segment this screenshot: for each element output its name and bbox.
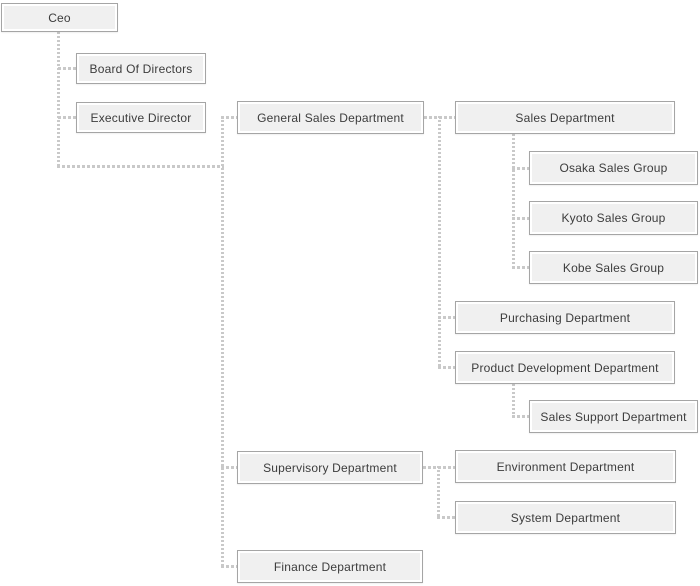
org-node-kobe-sales-group[interactable]: Kobe Sales Group [529,251,698,284]
org-node-environment-department[interactable]: Environment Department [455,450,676,483]
connector-sales-department-children-vertical [512,134,515,269]
org-node-kyoto-sales-group[interactable]: Kyoto Sales Group [529,201,698,235]
connector-stub-board-of-directors [58,67,76,70]
org-node-executive-director[interactable]: Executive Director [76,102,206,133]
connector-ceo-trunk-vertical [57,32,60,168]
org-node-system-department[interactable]: System Department [455,501,676,534]
org-node-supervisory-department[interactable]: Supervisory Department [237,451,423,484]
connector-product-development-children-vertical [512,384,515,418]
connector-supervisory-children-vertical [437,466,440,518]
org-node-finance-department[interactable]: Finance Department [237,550,423,583]
org-node-sales-department[interactable]: Sales Department [455,101,675,134]
org-node-osaka-sales-group[interactable]: Osaka Sales Group [529,151,698,185]
org-node-general-sales-department[interactable]: General Sales Department [237,101,424,134]
org-node-sales-support-department[interactable]: Sales Support Department [529,400,698,433]
connector-stub-purchasing-department [438,316,455,319]
connector-stub-executive-director [58,116,76,119]
connector-stub-kyoto-sales-group [512,217,529,220]
connector-trunk-horizontal [57,165,224,168]
org-node-purchasing-department[interactable]: Purchasing Department [455,301,675,334]
connector-stub-sales-support-department [512,415,529,418]
connector-stub-supervisory-department [221,466,237,469]
org-node-ceo[interactable]: Ceo [1,3,118,32]
connector-stub-product-development-department [438,366,455,369]
connector-general-sales-children-vertical [438,116,441,368]
connector-stub-osaka-sales-group [512,167,529,170]
connector-stub-general-sales-department [221,116,237,119]
connector-stub-finance-department [221,565,237,568]
connector-main-branch-vertical [221,116,224,568]
connector-stub-system-department [437,516,455,519]
org-node-board-of-directors[interactable]: Board Of Directors [76,53,206,84]
connector-stub-kobe-sales-group [512,266,529,269]
org-node-product-development-department[interactable]: Product Development Department [455,351,675,384]
